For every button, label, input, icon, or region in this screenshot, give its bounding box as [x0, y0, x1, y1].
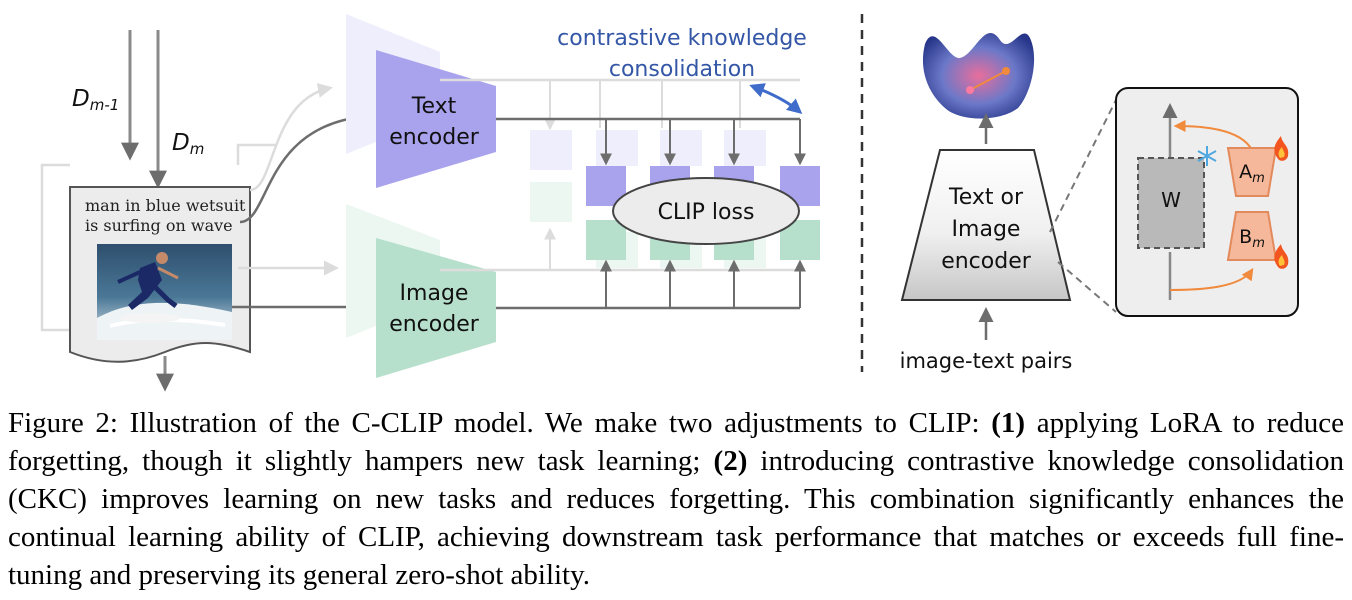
caption-item2-number: (2) [713, 445, 748, 477]
loss-surface-icon [922, 33, 1035, 119]
document-caption-line2: is surfing on wave [85, 216, 233, 235]
input-document: man in blue wetsuit is surfing on wave [69, 186, 251, 363]
c-clip-diagram: Dm-1 Dm man in blue wetsuit is surfing o… [40, 14, 1299, 392]
right-encoder-line3: encoder [941, 249, 1032, 274]
image-encoder-line2: encoder [389, 312, 480, 337]
ckc-arrow [749, 83, 803, 114]
caption-item2-text: introducing contrastive knowledge consol… [8, 445, 1344, 591]
d-curr-label: Dm [172, 130, 204, 158]
flame-icon-b [1274, 244, 1289, 269]
clip-loss-label: CLIP loss [658, 200, 755, 225]
lora-a-trapezoid [1226, 147, 1278, 197]
text-or-image-encoder: Text or Image encoder [900, 149, 1072, 301]
lora-a-label: Am [1239, 161, 1265, 186]
caption-label: Figure 2: Illustration of the C-CLIP mod… [8, 407, 992, 439]
right-encoder-line2: Image [952, 217, 1021, 242]
lora-b-label: Bm [1239, 226, 1265, 251]
snowflake-icon [1197, 146, 1217, 166]
text-encoder-line2: encoder [389, 125, 480, 150]
image-text-pairs-label: image-text pairs [900, 349, 1073, 373]
caption-item1-text: applying LoRA to reduce forgetting, thou… [8, 407, 1344, 477]
frozen-weight-w [1137, 157, 1205, 249]
lora-detail-box: W Am Bm [1115, 87, 1299, 317]
document-caption-line1: man in blue wetsuit [85, 196, 246, 215]
text-encoder-line1: Text [411, 94, 457, 119]
flame-icon-a [1274, 136, 1289, 161]
clip-loss: CLIP loss [612, 177, 800, 245]
text-encoder: Text encoder [376, 50, 496, 188]
surfer-photo [97, 244, 232, 340]
figure-caption: Figure 2: Illustration of the C-CLIP mod… [8, 404, 1344, 594]
image-encoder-line1: Image [400, 281, 469, 306]
d-prev-label: Dm-1 [72, 86, 119, 114]
caption-item1-number: (1) [991, 407, 1026, 439]
ckc-label-line2: consolidation [609, 57, 755, 82]
w-label: W [1161, 188, 1181, 212]
ckc-label-line1: contrastive knowledge [557, 26, 807, 51]
right-encoder-line1: Text or [948, 185, 1024, 210]
image-encoder: Image encoder [376, 238, 496, 378]
